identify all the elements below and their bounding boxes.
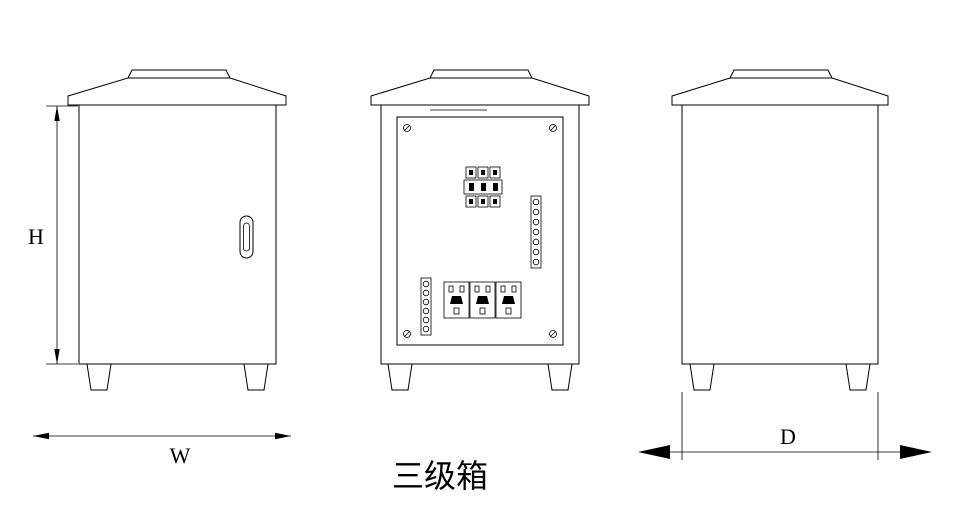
- arrow-left-icon: [638, 445, 670, 459]
- breaker-toggle: [469, 183, 474, 191]
- terminal-hole: [532, 218, 540, 226]
- arrow-up-icon: [54, 106, 60, 121]
- depth-dimension: D: [638, 392, 932, 460]
- drawing-caption: 三级箱: [392, 458, 488, 494]
- cabinet-leg-right: [845, 363, 871, 391]
- screw-slot: [550, 331, 556, 337]
- terminal-strip-right: [530, 195, 542, 269]
- socket-face: [469, 281, 496, 319]
- socket-slot: [474, 285, 480, 293]
- circuit-breaker: [463, 166, 503, 208]
- cabinet-ridge: [127, 69, 231, 79]
- cabinet-leg-right: [243, 363, 269, 391]
- cabinet-ridge: [429, 69, 533, 79]
- breaker-terminal: [465, 195, 477, 208]
- socket-outlet: [469, 281, 496, 319]
- breaker-terminal-contact: [481, 170, 485, 175]
- breaker-terminal-contact: [493, 170, 497, 175]
- cabinet-roof: [370, 77, 590, 106]
- terminal-hole: [532, 228, 540, 236]
- panel-screws: [403, 124, 557, 338]
- socket-slot: [453, 307, 460, 315]
- breaker-terminal: [465, 166, 477, 179]
- socket-slot: [505, 307, 512, 315]
- terminal-hole: [532, 238, 540, 246]
- arrow-left-icon: [33, 432, 49, 440]
- height-label: H: [28, 224, 44, 249]
- breaker-toggle: [493, 183, 498, 191]
- terminal-hole: [532, 198, 540, 206]
- cabinet-roof: [671, 77, 889, 106]
- cabinet-leg-right: [547, 363, 573, 391]
- socket-face: [443, 281, 470, 319]
- depth-label: D: [780, 424, 796, 449]
- socket-pin-block: [450, 296, 463, 304]
- socket-slot: [459, 285, 465, 293]
- screw-slot: [550, 125, 556, 131]
- door-handle-inner: [243, 222, 250, 252]
- breaker-toggle-band: [463, 179, 503, 195]
- cabinet-ridge: [729, 69, 833, 79]
- screw-slot: [404, 125, 410, 131]
- socket-pin-block: [476, 296, 489, 304]
- side-view-cabinet: [671, 69, 889, 391]
- front-view-cabinet: [370, 69, 590, 391]
- cabinet-leg-left: [689, 363, 715, 391]
- terminal-hole: [422, 325, 430, 333]
- screw-icon: [549, 330, 557, 338]
- terminal-hole: [422, 307, 430, 315]
- screw-slot: [404, 331, 410, 337]
- arrow-down-icon: [54, 349, 60, 364]
- screw-icon: [403, 330, 411, 338]
- breaker-terminal-contact: [481, 199, 485, 204]
- breaker-terminal-contact: [469, 170, 473, 175]
- terminal-strip-body: [530, 195, 542, 269]
- socket-slot: [448, 285, 454, 293]
- terminal-hole: [422, 298, 430, 306]
- breaker-terminal-contact: [469, 199, 473, 204]
- cabinet-body: [681, 104, 879, 365]
- socket-slot: [479, 307, 486, 315]
- door-handle: [239, 215, 254, 259]
- socket-outlets: [443, 281, 522, 319]
- width-dimension: W: [33, 432, 291, 468]
- breaker-terminal: [489, 166, 501, 179]
- socket-slot: [500, 285, 506, 293]
- arrow-right-icon: [900, 445, 932, 459]
- cabinet-body: [78, 104, 277, 365]
- screw-icon: [549, 124, 557, 132]
- terminal-hole: [422, 316, 430, 324]
- terminal-strip-body: [420, 277, 432, 336]
- socket-slot: [485, 285, 491, 293]
- cabinet-leg-left: [86, 363, 112, 391]
- breaker-toggle: [481, 183, 486, 191]
- cabinet-roof: [67, 77, 287, 106]
- breaker-terminal: [477, 166, 489, 179]
- breaker-terminal: [477, 195, 489, 208]
- mounting-panel: [396, 116, 564, 346]
- screw-icon: [403, 124, 411, 132]
- terminal-hole: [532, 258, 540, 266]
- arrow-right-icon: [275, 432, 291, 440]
- height-dimension: H: [28, 105, 78, 365]
- breaker-terminal-contact: [493, 199, 497, 204]
- terminal-hole: [422, 280, 430, 288]
- breaker-terminal: [489, 195, 501, 208]
- socket-slot: [511, 285, 517, 293]
- socket-outlet: [495, 281, 522, 319]
- terminal-hole: [532, 248, 540, 256]
- terminal-hole: [422, 289, 430, 297]
- socket-pin-block: [502, 296, 515, 304]
- terminal-strip-left: [420, 277, 432, 336]
- terminal-hole: [532, 208, 540, 216]
- width-label: W: [170, 443, 191, 468]
- left-view-cabinet: [67, 69, 287, 391]
- door-handle-outer: [239, 215, 254, 259]
- socket-face: [495, 281, 522, 319]
- socket-outlet: [443, 281, 470, 319]
- cabinet-body: [380, 104, 580, 365]
- cabinet-leg-left: [387, 363, 413, 391]
